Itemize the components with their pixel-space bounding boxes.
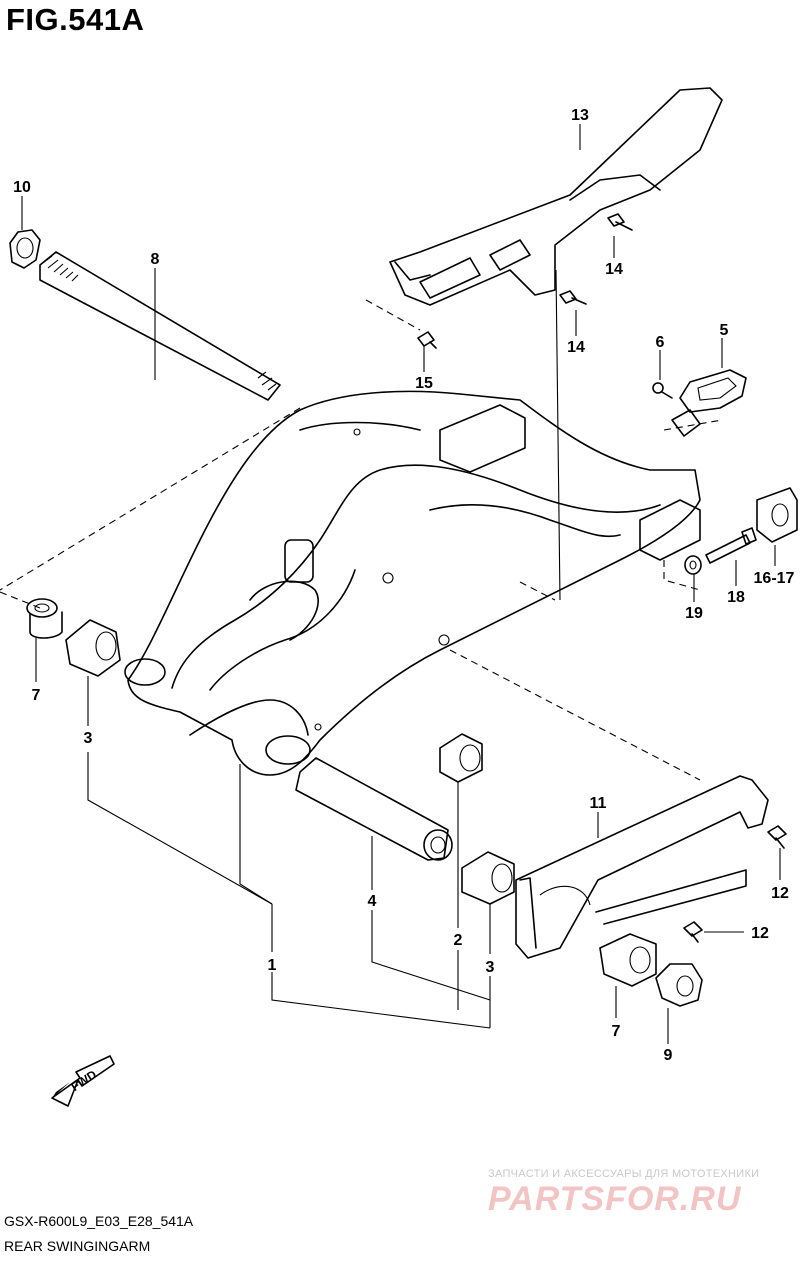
callout-10: 10 xyxy=(13,179,31,196)
callout-18: 18 xyxy=(727,589,745,606)
callout-3-left: 3 xyxy=(84,730,93,747)
callout-12-lower: 12 xyxy=(751,925,769,942)
callouts: 1 2 3 3 4 5 6 7 7 8 9 10 11 12 12 13 14 … xyxy=(13,107,794,1064)
callout-14-lower: 14 xyxy=(567,339,585,356)
callout-3-right: 3 xyxy=(486,959,495,976)
callout-14-upper: 14 xyxy=(605,261,623,278)
bracket-screw xyxy=(652,382,673,399)
needle-bearing xyxy=(439,733,483,783)
chain-guide-bracket xyxy=(671,369,747,437)
callout-15: 15 xyxy=(415,375,433,392)
pivot-nut-right xyxy=(655,963,703,1007)
callout-4: 4 xyxy=(368,893,377,910)
callout-1: 1 xyxy=(268,957,277,974)
callout-8: 8 xyxy=(151,251,160,268)
watermark-logo: PARTSFOR.RU xyxy=(488,1180,742,1218)
chain-buffer xyxy=(515,775,769,959)
bearing-right xyxy=(461,851,515,905)
adjuster-nut xyxy=(684,555,702,575)
fwd-label: FWD xyxy=(69,1067,100,1094)
callout-7-right: 7 xyxy=(612,1023,621,1040)
callout-5: 5 xyxy=(720,322,729,339)
fwd-arrow: FWD xyxy=(51,1055,115,1107)
callout-11: 11 xyxy=(590,795,607,812)
watermark-tagline: ЗАПЧАСТИ И АКСЕССУАРЫ ДЛЯ МОТОТЕХНИКИ xyxy=(488,1168,760,1180)
adjuster-bolt xyxy=(705,527,757,564)
chain-cover xyxy=(389,87,723,306)
callout-7-left: 7 xyxy=(32,687,41,704)
callout-9: 9 xyxy=(664,1047,673,1064)
callout-6: 6 xyxy=(656,334,665,351)
model-code: GSX-R600L9_E03_E28_541A xyxy=(4,1213,194,1229)
section-name: REAR SWINGINGARM xyxy=(4,1238,151,1254)
callout-2: 2 xyxy=(454,932,463,949)
leader-lines xyxy=(21,124,781,1044)
callout-16-17: 16-17 xyxy=(754,570,795,587)
pivot-shaft xyxy=(39,251,281,401)
pivot-spacer xyxy=(295,757,453,861)
buffer-screw-lower xyxy=(683,921,703,943)
swingarm xyxy=(124,390,701,776)
dust-seal-right xyxy=(599,933,657,987)
cover-bolt-lower xyxy=(559,290,587,305)
chain-adjuster xyxy=(756,487,798,543)
bearing-left xyxy=(65,619,121,677)
callout-12-upper: 12 xyxy=(771,885,789,902)
cover-rivet xyxy=(417,331,437,349)
cover-bolt-upper xyxy=(607,213,633,231)
buffer-screw-upper xyxy=(767,825,787,849)
callout-19: 19 xyxy=(685,605,703,622)
assembly-lines xyxy=(0,269,723,781)
pivot-nut xyxy=(9,229,41,269)
figure-title: FIG.541A xyxy=(6,2,145,37)
callout-13: 13 xyxy=(571,107,589,124)
dust-seal-left xyxy=(26,598,63,639)
